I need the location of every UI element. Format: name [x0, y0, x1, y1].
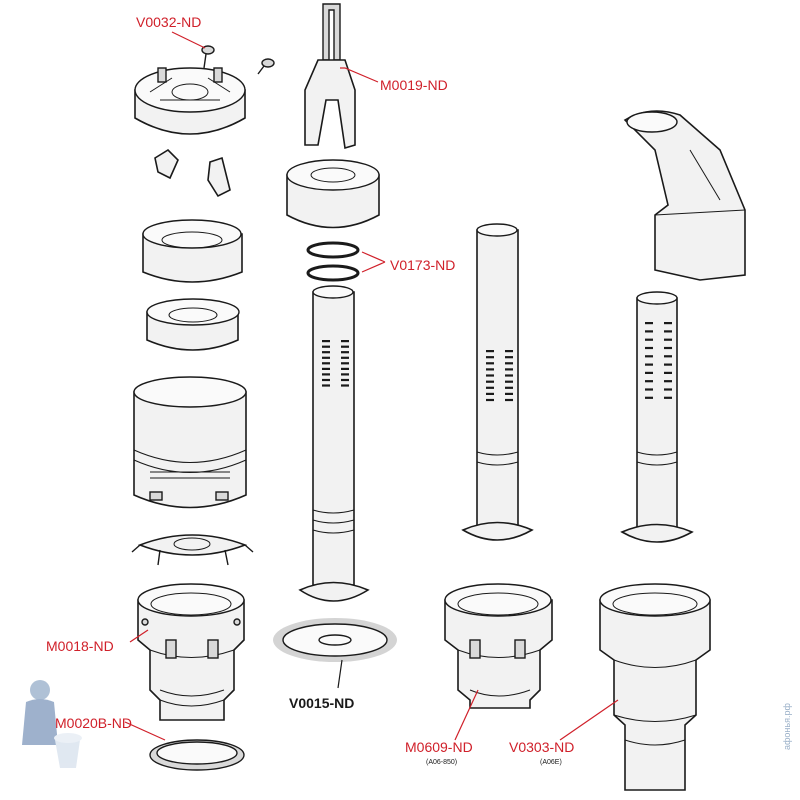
tube-slot — [664, 396, 672, 399]
tube-slot — [664, 346, 672, 350]
tube-slot — [664, 371, 672, 374]
plumber-mascot-icon — [22, 680, 82, 768]
tube-slot — [322, 367, 330, 370]
tube-slot — [505, 398, 513, 402]
tube-slot — [341, 362, 349, 365]
tube-slot — [486, 362, 494, 365]
label-v0015: V0015-ND — [289, 695, 354, 711]
tall-tube-part — [461, 223, 534, 541]
tube-slot — [664, 380, 672, 383]
float-plate-part — [131, 534, 254, 566]
tube-slot — [486, 386, 494, 389]
label-v0173: V0173-ND — [390, 257, 455, 273]
float-cap-part — [623, 110, 746, 281]
label-v0303: V0303-ND — [509, 739, 574, 755]
tube-slot — [645, 330, 653, 333]
tube-slot — [664, 355, 672, 358]
tube-slot — [341, 351, 349, 354]
tube-slot — [322, 373, 330, 376]
tube-slot — [645, 396, 653, 399]
tube-slot — [505, 374, 513, 377]
float-ring-part — [286, 159, 380, 229]
tube-slot — [505, 356, 513, 359]
top-cap-part — [134, 67, 246, 135]
tube-slot — [322, 362, 330, 365]
label-m0018: M0018-ND — [46, 638, 114, 654]
tube-slot — [341, 378, 349, 382]
tube-slot — [645, 346, 653, 350]
tube-slot — [645, 322, 653, 325]
tube-slot — [505, 386, 513, 389]
leader-lines — [124, 31, 619, 741]
tube-slot — [664, 330, 672, 333]
bracket-part — [154, 148, 231, 198]
gasket-m0020b-part — [149, 739, 245, 771]
overflow-tube-part — [298, 285, 370, 602]
valve-body-m0609-part — [444, 583, 553, 709]
tube-slot — [505, 350, 513, 353]
tube-slots — [322, 322, 672, 402]
tube-slot — [664, 363, 672, 366]
tube-slot — [322, 384, 330, 387]
tube-slot — [341, 373, 349, 376]
tube-slot — [486, 374, 494, 377]
tube-slot — [645, 338, 653, 341]
valve-body-m0018-part — [137, 583, 245, 721]
label-m0020b: M0020B-ND — [55, 715, 132, 731]
tube-slot — [486, 356, 494, 359]
tube-slot — [341, 367, 349, 370]
tube-slot — [645, 355, 653, 358]
short-tube-part — [620, 291, 694, 543]
tube-slot — [664, 322, 672, 325]
valve-body-v0303-part — [599, 583, 711, 791]
tube-slot — [664, 388, 672, 391]
tube-slot — [322, 345, 330, 348]
cylinder-housing-part — [133, 376, 247, 509]
tube-slot — [486, 350, 494, 353]
label-m0019: M0019-ND — [380, 77, 448, 93]
tube-slot — [322, 378, 330, 382]
tube-slot — [505, 380, 513, 383]
tube-slot — [664, 338, 672, 341]
upper-ring-part — [142, 219, 243, 283]
tube-slot — [341, 345, 349, 348]
tube-slot — [322, 340, 330, 343]
watermark-text: афонья.рф — [782, 703, 792, 750]
tube-slot — [322, 356, 330, 359]
tube-slot — [645, 371, 653, 374]
tube-slot — [322, 351, 330, 354]
washer-v0015-part — [273, 618, 397, 662]
tube-slot — [486, 380, 494, 383]
o-ring-v0173-part — [306, 241, 360, 282]
tube-slot — [505, 392, 513, 395]
tube-slot — [341, 356, 349, 359]
tube-slot — [645, 380, 653, 383]
tube-slot — [341, 340, 349, 343]
tube-slot — [505, 368, 513, 371]
label-m0609-sub: (A06-850) — [426, 759, 457, 766]
tube-slot — [341, 384, 349, 387]
fork-m0019-part — [304, 3, 356, 150]
tube-slot — [486, 398, 494, 402]
label-m0609: M0609-ND — [405, 739, 473, 755]
tube-slot — [486, 392, 494, 395]
tube-slot — [505, 362, 513, 365]
label-v0303-sub: (A06E) — [540, 759, 562, 766]
label-v0032: V0032-ND — [136, 14, 201, 30]
tube-slot — [486, 368, 494, 371]
tube-slot — [645, 363, 653, 366]
lower-ring-part — [146, 298, 240, 351]
tube-slot — [645, 388, 653, 391]
